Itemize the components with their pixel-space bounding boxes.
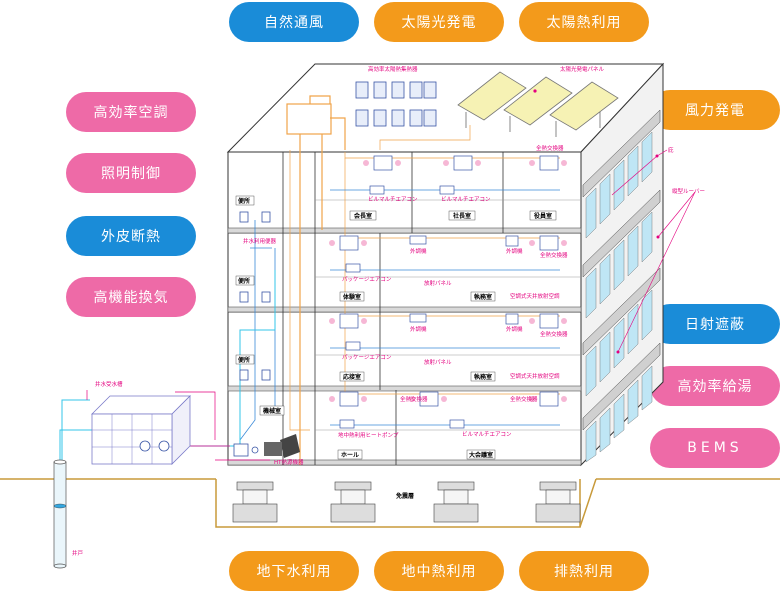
badge-waste-heat-use[interactable]: 排熱利用 bbox=[519, 551, 649, 591]
room-experience: 体験室 bbox=[343, 293, 361, 301]
room-reception: 応接室 bbox=[343, 373, 361, 381]
room-machine: 機械室 bbox=[263, 407, 281, 415]
room-toilet-3f: 便所 bbox=[238, 277, 250, 285]
hvac-units bbox=[339, 155, 559, 429]
svg-text:放射パネル: 放射パネル bbox=[424, 358, 452, 366]
svg-text:外調機: 外調機 bbox=[410, 325, 427, 333]
equipment-labels: 全熱交換器 ビルマルチエアコン ビルマルチエアコン パッケージエアコン パッケー… bbox=[72, 144, 568, 557]
badge-wind-power[interactable]: 風力発電 bbox=[650, 90, 780, 130]
svg-text:全熱交換器: 全熱交換器 bbox=[536, 144, 564, 152]
svg-text:放射パネル: 放射パネル bbox=[424, 279, 452, 287]
side-shading bbox=[582, 109, 661, 463]
badge-envelope-insulation[interactable]: 外皮断熱 bbox=[66, 216, 196, 256]
side-annotations: 庇 縦型ルーバー bbox=[611, 146, 705, 354]
room-toilet-2f: 便所 bbox=[238, 356, 250, 364]
pipes-magenta bbox=[86, 390, 270, 461]
svg-text:全熱交換器: 全熱交換器 bbox=[540, 330, 568, 338]
room-executive: 役員室 bbox=[534, 212, 552, 220]
room-seismic-isolation: 免震層 bbox=[396, 492, 414, 500]
seismic-isolators bbox=[232, 481, 581, 523]
badge-lighting-control[interactable]: 照明制御 bbox=[66, 153, 196, 193]
svg-text:外調機: 外調機 bbox=[410, 247, 427, 255]
toilet-icons bbox=[239, 211, 271, 381]
svg-text:空調式天井放射空調: 空調式天井放射空調 bbox=[510, 292, 560, 300]
svg-text:ビルマルチエアコン: ビルマルチエアコン bbox=[441, 195, 491, 203]
badge-bems[interactable]: BEMS bbox=[650, 428, 780, 468]
room-hall: ホール bbox=[341, 452, 359, 459]
svg-text:ビルマルチエアコン: ビルマルチエアコン bbox=[368, 195, 418, 203]
room-chairman: 会長室 bbox=[354, 212, 372, 220]
room-meeting: 大会議室 bbox=[469, 451, 493, 459]
label-solar-panel: 太陽光発電パネル bbox=[560, 65, 605, 73]
solar-thermal-collectors bbox=[355, 81, 437, 127]
svg-text:地中熱利用ヒートポンプ: 地中熱利用ヒートポンプ bbox=[338, 431, 399, 439]
svg-text:外調機: 外調機 bbox=[506, 325, 523, 333]
svg-text:井水受水槽: 井水受水槽 bbox=[95, 380, 123, 388]
svg-text:HT熱源機器: HT熱源機器 bbox=[274, 458, 304, 466]
svg-text:全熱交換器: 全熱交換器 bbox=[510, 395, 538, 403]
svg-text:井水利用便器: 井水利用便器 bbox=[243, 237, 277, 245]
label-solar-thermal: 高効率太陽熱集熱器 bbox=[368, 65, 418, 73]
foundation bbox=[215, 479, 581, 528]
room-toilet-4f: 便所 bbox=[238, 197, 250, 205]
ventilation-shaft bbox=[286, 95, 346, 465]
badge-solar-power[interactable]: 太陽光発電 bbox=[374, 2, 504, 42]
badge-high-efficiency-ac[interactable]: 高効率空調 bbox=[66, 92, 196, 132]
badge-advanced-ventilation[interactable]: 高機能換気 bbox=[66, 277, 196, 317]
badge-solar-shading[interactable]: 日射遮蔽 bbox=[650, 304, 780, 344]
label-eave: 庇 bbox=[668, 146, 674, 154]
room-office-3f: 執務室 bbox=[474, 293, 492, 301]
badge-solar-thermal[interactable]: 太陽熱利用 bbox=[519, 2, 649, 42]
badge-geothermal-use[interactable]: 地中熱利用 bbox=[374, 551, 504, 591]
svg-text:空調式天井放射空調: 空調式天井放射空調 bbox=[510, 372, 560, 380]
label-louver: 縦型ルーバー bbox=[672, 187, 705, 195]
room-office-2f: 執務室 bbox=[474, 373, 492, 381]
badge-high-efficiency-water-heating[interactable]: 高効率給湯 bbox=[650, 366, 780, 406]
well bbox=[53, 459, 67, 569]
svg-text:外調機: 外調機 bbox=[506, 247, 523, 255]
water-tank bbox=[91, 395, 191, 465]
room-labels: 会長室 社長室 役員室 便所 便所 体験室 執務室 便所 応接室 執務室 機械室… bbox=[235, 195, 557, 500]
machine-room-equipment bbox=[233, 434, 300, 458]
badge-groundwater-use[interactable]: 地下水利用 bbox=[229, 551, 359, 591]
svg-text:全熱交換器: 全熱交換器 bbox=[400, 395, 428, 403]
solar-panels bbox=[457, 71, 619, 131]
svg-text:パッケージエアコン: パッケージエアコン bbox=[342, 276, 392, 283]
svg-text:パッケージエアコン: パッケージエアコン bbox=[342, 354, 392, 361]
svg-text:井戸: 井戸 bbox=[72, 549, 84, 557]
svg-text:全熱交換器: 全熱交換器 bbox=[540, 251, 568, 259]
room-president: 社長室 bbox=[452, 212, 471, 220]
badge-natural-ventilation[interactable]: 自然通風 bbox=[229, 2, 359, 42]
svg-text:ビルマルチエアコン: ビルマルチエアコン bbox=[462, 430, 512, 438]
